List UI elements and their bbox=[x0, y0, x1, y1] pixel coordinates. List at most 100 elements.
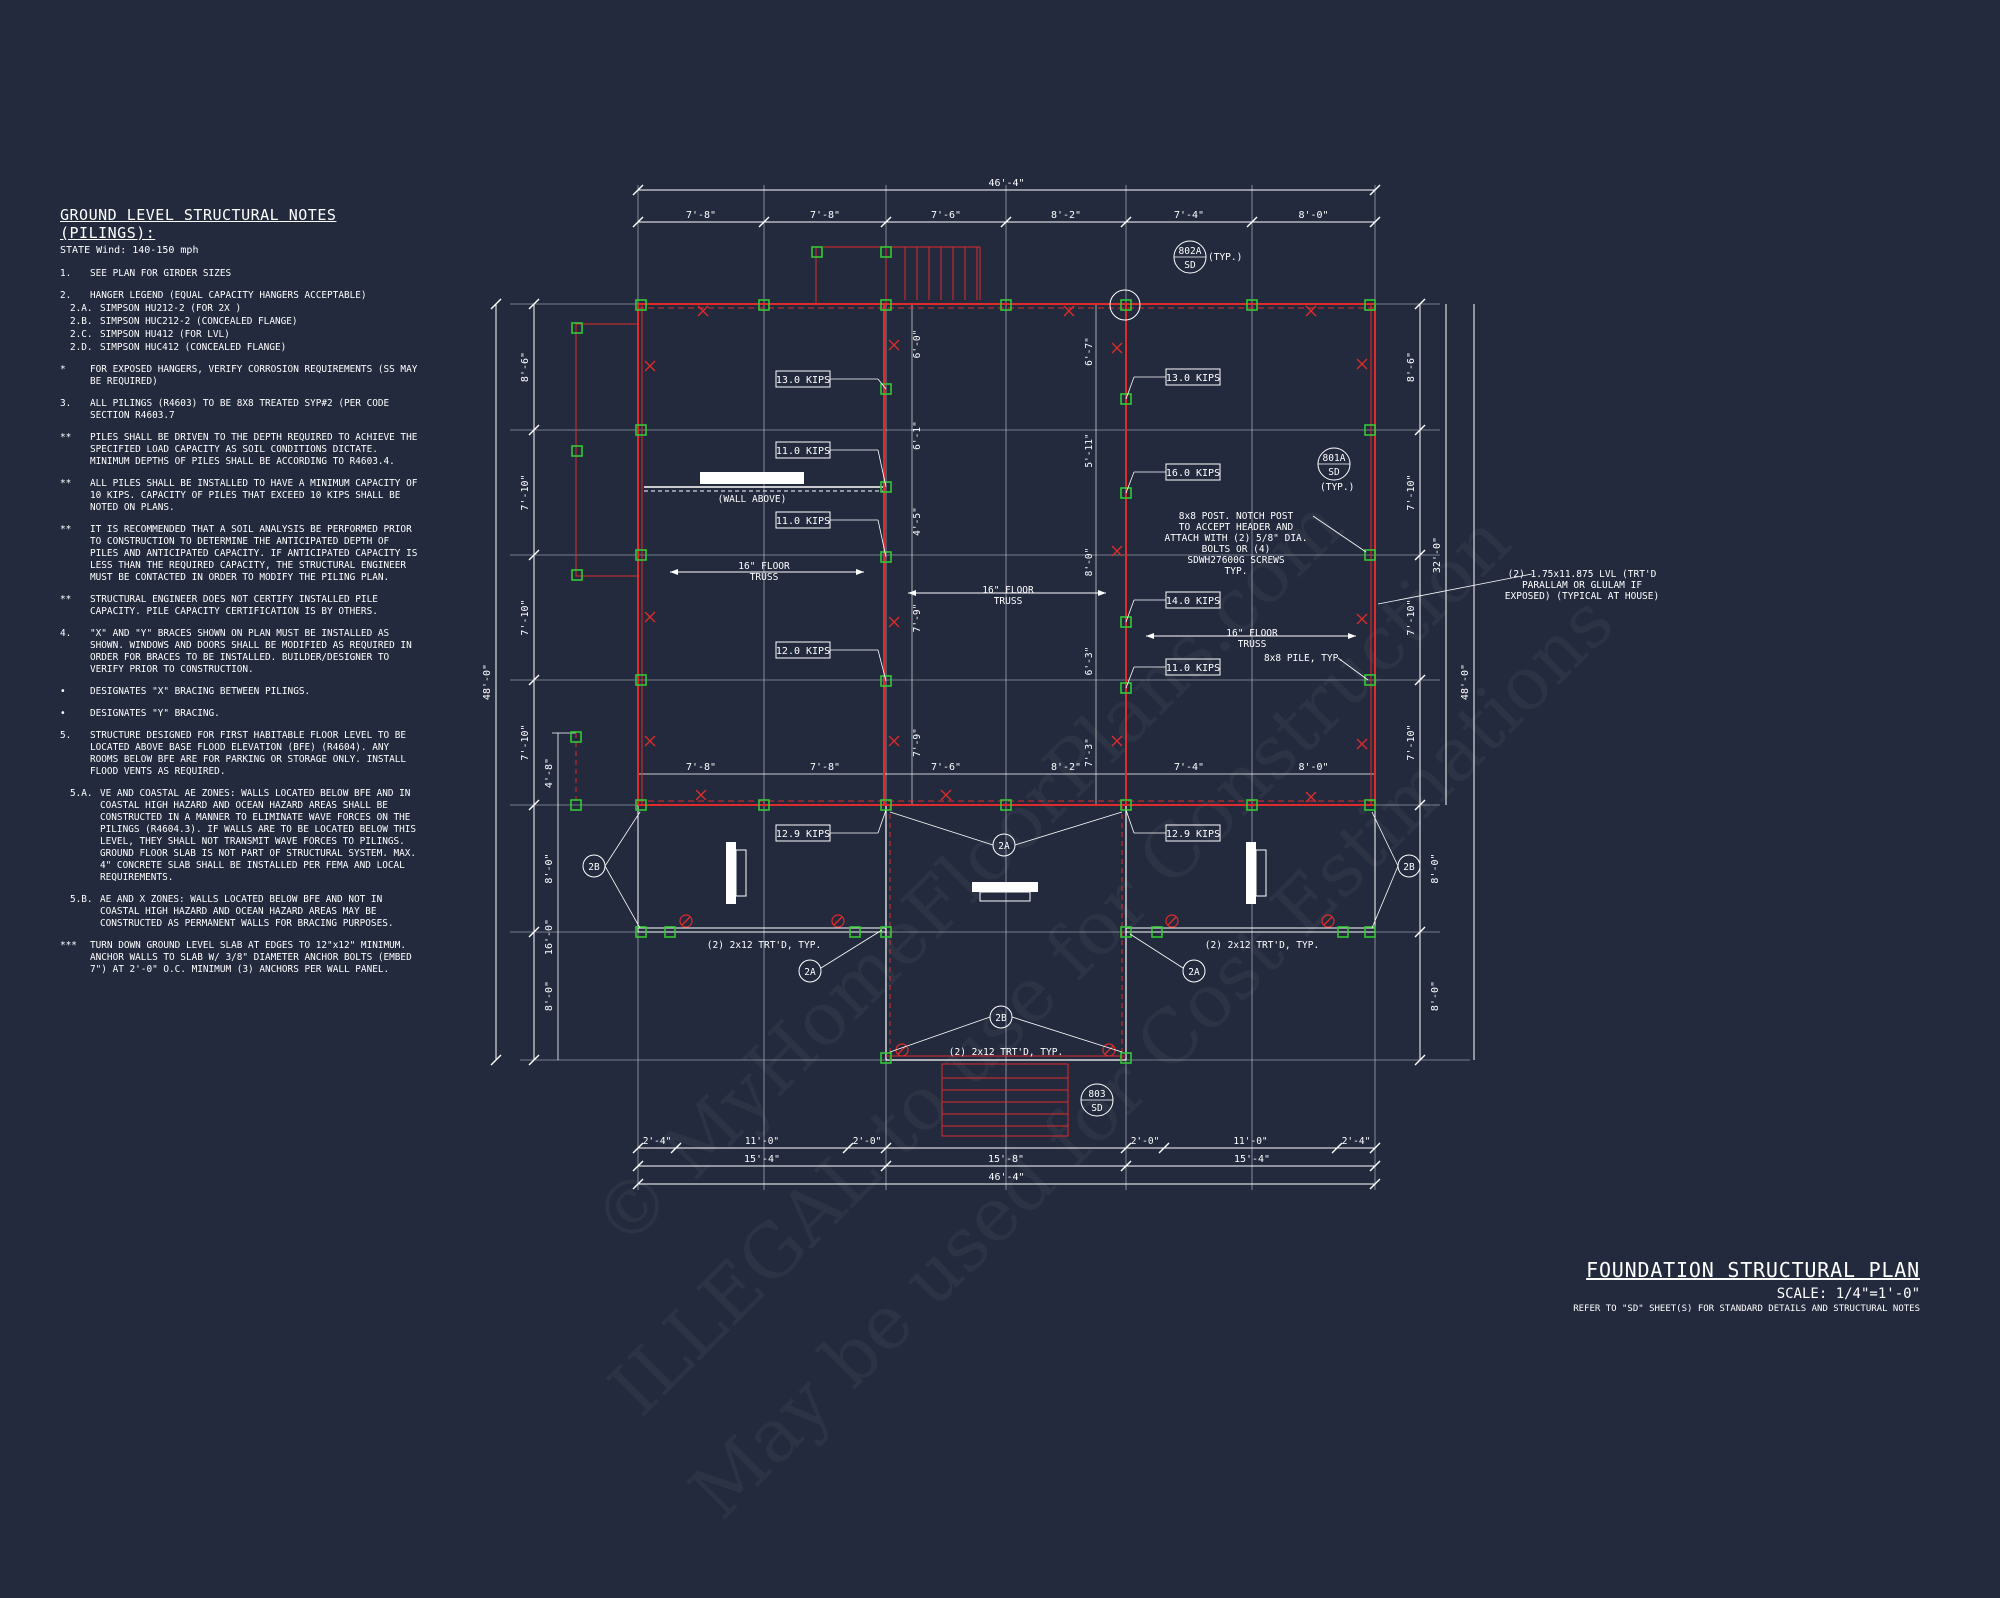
pile-marker bbox=[635, 926, 647, 938]
dimension-tick bbox=[1369, 1142, 1381, 1154]
x-brace-icon bbox=[695, 789, 707, 801]
note-number: ** bbox=[60, 594, 72, 605]
porch-slab-detail bbox=[972, 882, 1038, 892]
pile-marker bbox=[1364, 674, 1376, 686]
note-number: 2.A. bbox=[70, 303, 93, 314]
x-brace-stroke bbox=[888, 339, 900, 351]
dim-mid-right: 7'-3" bbox=[1084, 738, 1095, 767]
pile-marker bbox=[1120, 299, 1132, 311]
kips-label: 13.0 KIPS bbox=[775, 370, 887, 390]
dimension-tick bbox=[528, 926, 540, 938]
dimension-tick bbox=[1369, 1178, 1381, 1190]
truss-label: 16" FLOOR bbox=[1226, 628, 1278, 639]
leader bbox=[1125, 599, 1135, 623]
x-brace-icon bbox=[644, 360, 656, 372]
note-item: 5.STRUCTURE DESIGNED FOR FIRST HABITABLE… bbox=[60, 730, 420, 778]
pile-marker bbox=[1364, 299, 1376, 311]
drawing-title: FOUNDATION STRUCTURAL PLAN bbox=[1586, 1258, 1920, 1282]
dim-mid-left: 6'-0" bbox=[912, 330, 923, 359]
dim-right: 7'-10" bbox=[1406, 474, 1417, 510]
note-number: 3. bbox=[60, 398, 72, 409]
arrow-head bbox=[1098, 590, 1106, 596]
section-number: 801A bbox=[1323, 453, 1346, 464]
leader bbox=[877, 519, 887, 558]
arrow-head bbox=[670, 569, 678, 575]
x-brace-stroke bbox=[1356, 613, 1368, 625]
y-brace-icon bbox=[831, 914, 845, 928]
pile-markers bbox=[570, 246, 1376, 1064]
dim-left-lower: 8'-0" bbox=[544, 853, 555, 883]
post-note-line: TO ACCEPT HEADER AND bbox=[1179, 522, 1294, 533]
dimension-tick bbox=[1331, 1142, 1343, 1154]
pile-marker bbox=[880, 246, 892, 258]
dim-mid-left: 7'-9" bbox=[912, 604, 923, 633]
truss-label: TRUSS bbox=[750, 572, 779, 583]
note-item: 2.HANGER LEGEND (EQUAL CAPACITY HANGERS … bbox=[60, 290, 420, 302]
note-number: • bbox=[60, 686, 66, 697]
x-brace-icon bbox=[1356, 738, 1368, 750]
section-number: 802A bbox=[1179, 246, 1202, 257]
note-number: ** bbox=[60, 524, 72, 535]
leader bbox=[877, 449, 887, 488]
note-text: ALL PILES SHALL BE INSTALLED TO HAVE A M… bbox=[90, 478, 418, 513]
dim-top: 7'-8" bbox=[686, 210, 716, 221]
dimension-tick bbox=[528, 799, 540, 811]
kips-text: 11.0 KIPS bbox=[776, 516, 830, 527]
column-ring bbox=[1109, 289, 1141, 321]
leader bbox=[1371, 865, 1399, 929]
note-text: PILES SHALL BE DRIVEN TO THE DEPTH REQUI… bbox=[90, 432, 418, 467]
note-text: SIMPSON HUC412 (CONCEALED FLANGE) bbox=[100, 342, 287, 353]
dim-bottom-mid: 15'-8" bbox=[988, 1154, 1024, 1165]
pile-marker bbox=[1246, 299, 1258, 311]
dim-right: 7'-10" bbox=[1406, 724, 1417, 760]
dim-top: 8'-0" bbox=[1298, 210, 1328, 221]
dim-right-32: 32'-0" bbox=[1432, 537, 1443, 573]
note-number: 5. bbox=[60, 730, 72, 741]
dimension-tick bbox=[490, 1054, 502, 1066]
dim-bottom-inner: 2'-0" bbox=[853, 1136, 882, 1147]
dim-right: 8'-6" bbox=[1406, 352, 1417, 382]
note-text: ALL PILINGS (R4603) TO BE 8X8 TREATED SY… bbox=[90, 398, 390, 421]
note-text: VE AND COASTAL AE ZONES: WALLS LOCATED B… bbox=[100, 788, 417, 883]
tag-text: 2B bbox=[588, 862, 600, 873]
dim-left: 7'-10" bbox=[520, 599, 531, 635]
leader bbox=[820, 929, 883, 969]
x-brace-stroke bbox=[1305, 791, 1317, 803]
y-brace-stroke bbox=[1104, 1045, 1114, 1055]
kips-text: 11.0 KIPS bbox=[1166, 663, 1220, 674]
x-brace-icon bbox=[697, 305, 709, 317]
dimension-tick bbox=[1246, 216, 1258, 228]
note-item: 2.A.SIMPSON HU212-2 (FOR 2X ) bbox=[60, 303, 420, 315]
dimension-tick bbox=[1369, 1160, 1381, 1172]
dimension-tick bbox=[842, 1142, 854, 1154]
pile-marker bbox=[1120, 926, 1132, 938]
drawing-reference-note: REFER TO "SD" SHEET(S) FOR STANDARD DETA… bbox=[1573, 1304, 1920, 1314]
note-item: **PILES SHALL BE DRIVEN TO THE DEPTH REQ… bbox=[60, 432, 420, 468]
dim-bottom-mid: 15'-4" bbox=[1234, 1154, 1270, 1165]
lvl-note-line: PARALLAM OR GLULAM IF bbox=[1522, 580, 1642, 591]
dim-bottom-mid: 15'-4" bbox=[744, 1154, 780, 1165]
y-brace-icon bbox=[679, 914, 693, 928]
truss-label: 16" FLOOR bbox=[738, 561, 790, 572]
arrow-head bbox=[856, 569, 864, 575]
tag-2a: 2A bbox=[992, 833, 1016, 857]
x-brace-icon bbox=[1111, 342, 1123, 354]
x-brace-stroke bbox=[1111, 545, 1123, 557]
dim-top: 7'-4" bbox=[1174, 210, 1204, 221]
beam-lines bbox=[575, 246, 1376, 1137]
joist-label: (2) 2x12 TRT'D, TYP. bbox=[1205, 940, 1319, 951]
pile-marker bbox=[758, 799, 770, 811]
joist-label: (2) 2x12 TRT'D, TYP. bbox=[707, 940, 821, 951]
y-brace-stroke bbox=[1323, 916, 1333, 926]
note-item: 3. ALL PILINGS (R4603) TO BE 8X8 TREATED … bbox=[60, 398, 420, 422]
note-text: STRUCTURAL ENGINEER DOES NOT CERTIFY INS… bbox=[90, 594, 378, 617]
note-number: ** bbox=[60, 478, 72, 489]
dimension-tick bbox=[528, 424, 540, 436]
x-brace-markers bbox=[644, 305, 1368, 1057]
x-brace-stroke bbox=[695, 789, 707, 801]
note-item: ** ALL PILES SHALL BE INSTALLED TO HAVE A… bbox=[60, 478, 420, 514]
x-brace-stroke bbox=[888, 616, 900, 628]
